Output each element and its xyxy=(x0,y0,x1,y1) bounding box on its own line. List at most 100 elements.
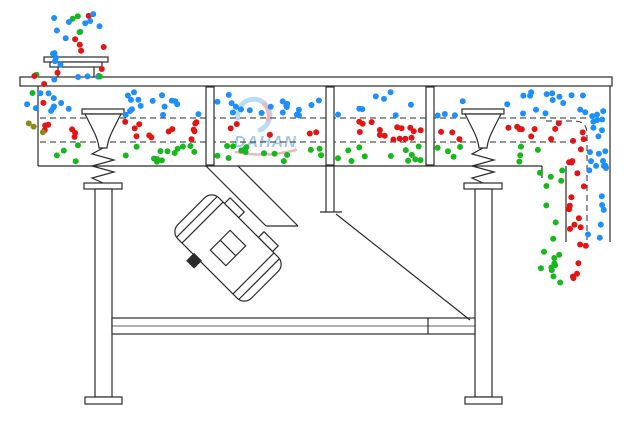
particle-red xyxy=(313,129,320,136)
particle-blue xyxy=(58,100,65,106)
particle-blue xyxy=(65,105,72,112)
particle-blue xyxy=(595,133,602,140)
particle-green xyxy=(53,152,60,159)
particle-red xyxy=(568,194,575,201)
particle-blue xyxy=(137,102,144,109)
particle-blue xyxy=(392,112,399,119)
particle-blue xyxy=(128,106,135,113)
particle-red xyxy=(376,127,383,133)
particle-blue xyxy=(51,76,58,83)
particle-blue xyxy=(588,158,594,165)
particle-blue xyxy=(128,96,134,103)
particle-blue xyxy=(96,23,103,30)
particle-blue xyxy=(560,100,567,106)
particle-red xyxy=(356,129,363,135)
particle-blue xyxy=(258,110,265,116)
particle-red xyxy=(505,124,512,131)
particle-blue xyxy=(372,93,379,100)
particle-blue xyxy=(283,102,290,109)
particle-blue xyxy=(124,92,131,99)
left-spring-coil xyxy=(89,147,117,184)
particle-green xyxy=(174,145,181,152)
particle-blue xyxy=(599,127,605,134)
particle-red xyxy=(98,66,105,72)
particle-green xyxy=(559,167,566,174)
particle-green xyxy=(214,152,221,159)
particle-red xyxy=(531,126,538,133)
particle-blue xyxy=(434,112,441,119)
particle-blue xyxy=(586,149,593,156)
particle-green xyxy=(538,265,544,272)
particle-green xyxy=(280,158,287,165)
particle-red xyxy=(45,121,52,128)
particle-red xyxy=(31,73,38,79)
particle-blue xyxy=(52,58,58,65)
particle-green xyxy=(242,145,249,152)
motor-mount-plate-1 xyxy=(205,165,267,227)
particle-blue xyxy=(82,20,89,27)
particle-blue xyxy=(549,90,556,97)
particle-blue xyxy=(315,97,322,104)
particle-green xyxy=(518,143,524,150)
particle-blue xyxy=(599,202,606,208)
particles-layer xyxy=(24,11,609,286)
particle-blue xyxy=(51,50,58,57)
particle-blue xyxy=(308,102,315,108)
particle-blue xyxy=(543,91,550,98)
inlet-flange-lower xyxy=(49,61,103,68)
support-structure xyxy=(84,188,503,405)
particle-red xyxy=(582,242,589,249)
particle-green xyxy=(434,144,441,151)
particle-red xyxy=(306,130,313,137)
particle-blue xyxy=(589,113,596,120)
left-leg xyxy=(94,188,113,398)
particle-blue xyxy=(62,35,69,42)
particle-green xyxy=(72,158,79,165)
particle-green xyxy=(316,145,323,152)
particle-red xyxy=(571,221,578,228)
particle-green xyxy=(405,157,412,164)
particle-green xyxy=(550,235,557,242)
particle-blue xyxy=(600,108,607,115)
particle-red xyxy=(570,137,577,144)
particle-green xyxy=(225,155,232,161)
particle-green xyxy=(408,151,415,158)
particle-green xyxy=(548,267,555,274)
particle-green xyxy=(157,148,164,155)
particle-red xyxy=(148,134,155,141)
particle-green xyxy=(76,29,83,36)
particle-blue xyxy=(195,111,202,118)
right-spring-seat xyxy=(463,182,503,190)
particle-blue xyxy=(51,15,58,21)
particle-blue xyxy=(228,100,235,107)
particle-red xyxy=(580,183,587,190)
particle-red xyxy=(381,132,388,139)
right-spring-coil xyxy=(469,147,497,184)
rib-3 xyxy=(425,86,435,166)
motor-center-line xyxy=(219,239,237,257)
particle-blue xyxy=(50,95,57,102)
particle-red xyxy=(72,36,79,43)
particle-blue xyxy=(279,98,286,105)
particle-blue xyxy=(131,89,137,96)
particle-red xyxy=(402,135,409,142)
left-spring-top-plate xyxy=(81,108,125,115)
particle-blue xyxy=(279,109,286,116)
particle-green xyxy=(318,152,325,159)
particle-red xyxy=(552,125,559,132)
particle-green xyxy=(133,143,140,150)
rib-2 xyxy=(325,86,335,166)
diagonal-brace xyxy=(335,213,471,321)
particle-blue xyxy=(595,150,602,157)
motor-shaft-end xyxy=(186,252,202,269)
particle-red xyxy=(579,129,586,136)
particle-red xyxy=(78,47,85,54)
particle-blue xyxy=(238,106,244,113)
particle-red xyxy=(76,41,83,48)
particle-blue xyxy=(53,27,60,34)
particle-red xyxy=(188,136,195,143)
particle-red xyxy=(122,118,129,125)
particle-green xyxy=(415,143,422,150)
particle-green xyxy=(417,157,424,164)
particle-blue xyxy=(600,157,606,164)
